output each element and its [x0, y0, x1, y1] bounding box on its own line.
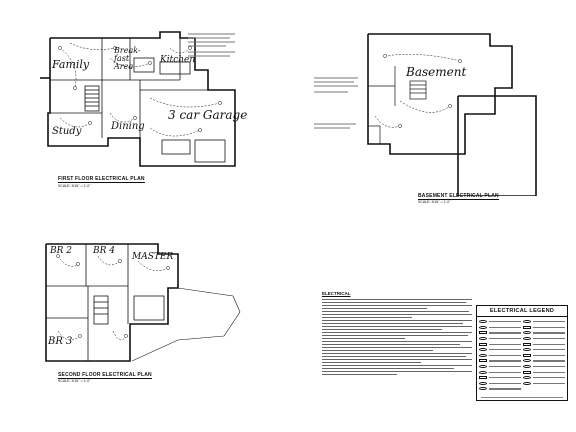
label-br4: BR 4	[93, 246, 115, 256]
second-floor-plan-scale: SCALE: 3/16" = 1'-0"	[58, 379, 91, 383]
second-floor-plan-title: SECOND FLOOR ELECTRICAL PLAN	[58, 372, 152, 379]
label-kitchen: Kitchen	[160, 55, 196, 65]
label-basement: Basement	[406, 65, 467, 79]
label-garage: 3 car Garage	[168, 108, 248, 122]
label-breakfast-area: Break-fast Area	[114, 46, 141, 71]
label-dining: Dining	[111, 121, 145, 132]
label-br3: BR 3	[48, 336, 73, 347]
label-study: Study	[52, 126, 82, 137]
first-floor-plan	[40, 31, 236, 167]
first-floor-plan-title: FIRST FLOOR ELECTRICAL PLAN	[58, 176, 145, 183]
label-master: MASTER	[132, 252, 174, 262]
basement-plan-title: BASEMENT ELECTRICAL PLAN	[418, 193, 499, 200]
electrical-notes-title: ELECTRICAL	[322, 291, 351, 296]
legend-column-right	[523, 319, 565, 392]
electrical-legend: ELECTRICAL LEGEND	[476, 305, 568, 401]
electrical-legend-title: ELECTRICAL LEGEND	[477, 306, 567, 317]
label-family: Family	[52, 58, 90, 71]
first-floor-plan-scale: SCALE: 3/16" = 1'-0"	[58, 184, 91, 188]
basement-plan	[314, 33, 537, 196]
basement-plan-scale: SCALE: 3/16" = 1'-0"	[418, 200, 451, 204]
second-floor-plan	[45, 243, 241, 362]
electrical-notes: ELECTRICAL	[322, 291, 472, 377]
label-br2: BR 2	[50, 246, 72, 256]
legend-column-left	[479, 319, 521, 392]
